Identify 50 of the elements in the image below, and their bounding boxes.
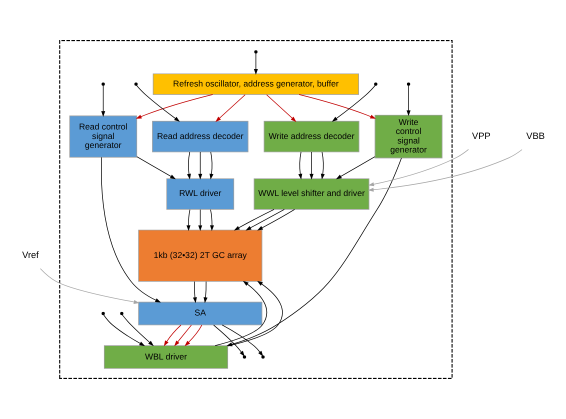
arrow [246,209,285,230]
node-text: VBB [526,131,545,142]
arrow [136,156,176,180]
arrow [213,324,245,357]
arrow [204,281,208,304]
arrow [101,156,161,303]
arrow [234,209,274,230]
node-box: Refresh oscillator, address generator, buffer [152,73,359,95]
node-box: Write control signal generator [374,114,442,158]
arrow [368,149,469,186]
node-box: Read control signal generator [69,116,138,158]
node-box: Read address decoder [152,120,248,152]
arrow [210,209,214,232]
arrow [198,152,202,180]
node-box: SA [138,302,262,326]
arrow [198,209,202,232]
arrow [136,94,214,119]
arrow [368,149,522,192]
arrow [310,152,314,180]
arrow [210,152,214,180]
arrow [215,94,246,122]
node-box: Write address decoder [264,120,360,152]
arrow [101,85,106,117]
arrow [298,94,376,119]
arrow [257,209,295,230]
arrow [298,152,302,180]
arrow [186,209,190,232]
arrow [406,85,411,116]
arrow [174,324,192,346]
node-text: VPP [472,131,491,142]
arrow [40,268,140,304]
node-box: WBL driver [104,345,228,369]
arrow [320,152,325,180]
node-text: Vref [22,250,39,260]
arrow [332,85,376,122]
arrow [164,324,182,346]
node-box: 1kb (32•32) 2T GC array [138,230,262,282]
arrow [254,52,258,75]
arrow [122,314,154,346]
arrow [336,156,376,180]
arrow [187,152,191,180]
node-box: RWL driver [166,178,234,210]
arrow [266,94,296,122]
arrow [103,314,146,346]
arrow [192,281,197,304]
cluster [59,40,453,379]
arrow [222,324,264,357]
node-box: WWL level shifter and driver [254,178,370,210]
arrow [136,85,180,122]
arrow [184,324,202,346]
